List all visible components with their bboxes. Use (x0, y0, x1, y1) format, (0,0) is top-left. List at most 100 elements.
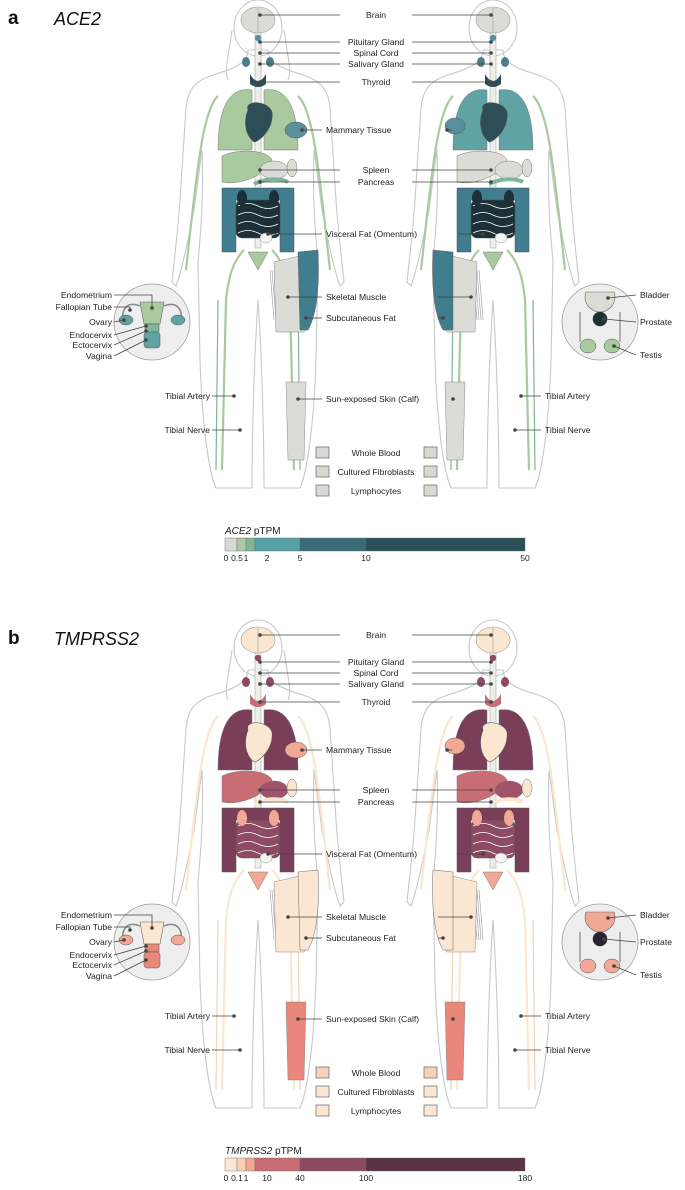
ovary-dot (122, 318, 126, 322)
pancreas-organ (488, 797, 524, 806)
mammary-organ-male (444, 737, 466, 755)
colorbar-tick-label: 5 (298, 553, 303, 563)
pituitary-organ (489, 654, 497, 662)
liver-organ (456, 150, 508, 184)
colorbar-segment (245, 1157, 256, 1172)
testis-left (579, 338, 597, 354)
panel-letter: a (8, 8, 19, 29)
tibial-nerve-left-dot (238, 1048, 242, 1052)
colorbar-segment (224, 537, 238, 552)
endometrium-dot (150, 926, 154, 930)
salivary-label: Salivary Gland (348, 679, 404, 689)
spinal-female-dot (258, 51, 262, 55)
fibroblasts-label: Cultured Fibroblasts (338, 1087, 415, 1097)
uterus-inset (139, 921, 165, 945)
fibroblasts-swatch-male (423, 465, 438, 478)
small-intestine-organ (235, 819, 281, 859)
salivary-right (266, 57, 274, 67)
arm-vessel-left (419, 715, 454, 891)
colorbar-unit: pTPM (251, 526, 280, 537)
vagina-inset (143, 331, 161, 349)
skeletal-muscle-fibre (269, 269, 275, 321)
hair-right (283, 649, 291, 701)
fallopian-dot (128, 928, 132, 932)
subcutaneous-fat-organ-male (432, 249, 454, 331)
whole_blood-swatch-male (423, 446, 438, 459)
whole_blood-swatch-female (315, 446, 330, 459)
spleen-organ (521, 778, 533, 798)
pancreas-label: Pancreas (358, 177, 394, 187)
ovary-label: Ovary (89, 317, 113, 327)
colorbar-tick-label: 1 (244, 1173, 249, 1183)
omentum-organ (494, 232, 508, 244)
kidney-right (504, 190, 514, 206)
salivary-right (501, 677, 509, 687)
colorbar-tick-label: 0 (224, 1173, 229, 1183)
heart-organ (245, 722, 273, 763)
whole_blood-label: Whole Blood (352, 448, 401, 458)
subcut-label: Subcutaneous Fat (326, 313, 396, 323)
whole_blood-swatch-female (315, 1066, 330, 1079)
gene-name: ACE2 (53, 9, 101, 29)
spleen-male-dot (489, 168, 493, 172)
mammary-male-dot (445, 128, 449, 132)
ovary-dot (122, 938, 126, 942)
pancreas-organ (253, 797, 289, 806)
colorbar-tick-label: 10 (262, 1173, 272, 1183)
salivary-left (477, 677, 485, 687)
pituitary-organ (254, 34, 262, 42)
leg-vessel-right (506, 249, 531, 471)
intestine-fold (472, 230, 514, 236)
leg-vessel-left (220, 869, 245, 1091)
tibial-artery-left-label: Tibial Artery (165, 391, 211, 401)
spleen-female-dot (258, 788, 262, 792)
colorbar-segment (254, 1157, 301, 1172)
brain-female-dot (258, 13, 262, 17)
salivary-left (242, 57, 250, 67)
subcut-male-dot (441, 316, 445, 320)
colorbar-unit: pTPM (272, 1146, 301, 1157)
tibial-nerve-left (215, 299, 219, 471)
pituitary-organ (489, 34, 497, 42)
tibial-nerve-left-label: Tibial Nerve (164, 1045, 210, 1055)
visceral-label: Visceral Fat (Omentum) (326, 229, 417, 239)
endocervix-leader (113, 945, 147, 956)
colorbar-segment (299, 537, 367, 552)
spleen-organ (521, 158, 533, 178)
omentum-organ (259, 232, 273, 244)
ovary-right (170, 314, 186, 326)
mammary-label: Mammary Tissue (326, 745, 392, 755)
spleen-label: Spleen (363, 785, 390, 795)
colorbar-segment (365, 1157, 526, 1172)
kidney-left (472, 810, 482, 826)
fibroblasts-swatch-female (315, 465, 330, 478)
subcut-label: Subcutaneous Fat (326, 933, 396, 943)
calf-skin-organ (285, 1001, 307, 1081)
vagina-leader (113, 959, 147, 977)
intestine-fold (472, 841, 514, 847)
liver-organ (221, 770, 273, 804)
colorbar-segment (254, 537, 301, 552)
colorbar-tick-label: 0 (224, 553, 229, 563)
colorbar-title: TMPRSS2 pTPM (225, 1146, 302, 1157)
testis-leader (613, 345, 637, 356)
spinal-male-dot (489, 671, 493, 675)
bladder-leader (607, 294, 637, 299)
brain-female-dot (258, 633, 262, 637)
thyroid-organ (250, 694, 266, 707)
bladder-label: Bladder (640, 290, 670, 300)
brain-label: Brain (366, 10, 386, 20)
colorbar-gene: ACE2 (224, 526, 252, 537)
salivary-right (501, 57, 509, 67)
bladder-dot (606, 296, 610, 300)
tibial-nerve-right (532, 299, 536, 471)
colorbar-segment (224, 1157, 238, 1172)
pancreas-female-dot (258, 180, 262, 184)
tibial-nerve-right-dot (513, 428, 517, 432)
lung-left (452, 89, 488, 151)
arm-vessel-right (532, 95, 567, 271)
subcutaneous-fat-organ-male (432, 869, 454, 951)
colon-organ (456, 807, 530, 873)
male-body-outline (406, 669, 580, 1109)
